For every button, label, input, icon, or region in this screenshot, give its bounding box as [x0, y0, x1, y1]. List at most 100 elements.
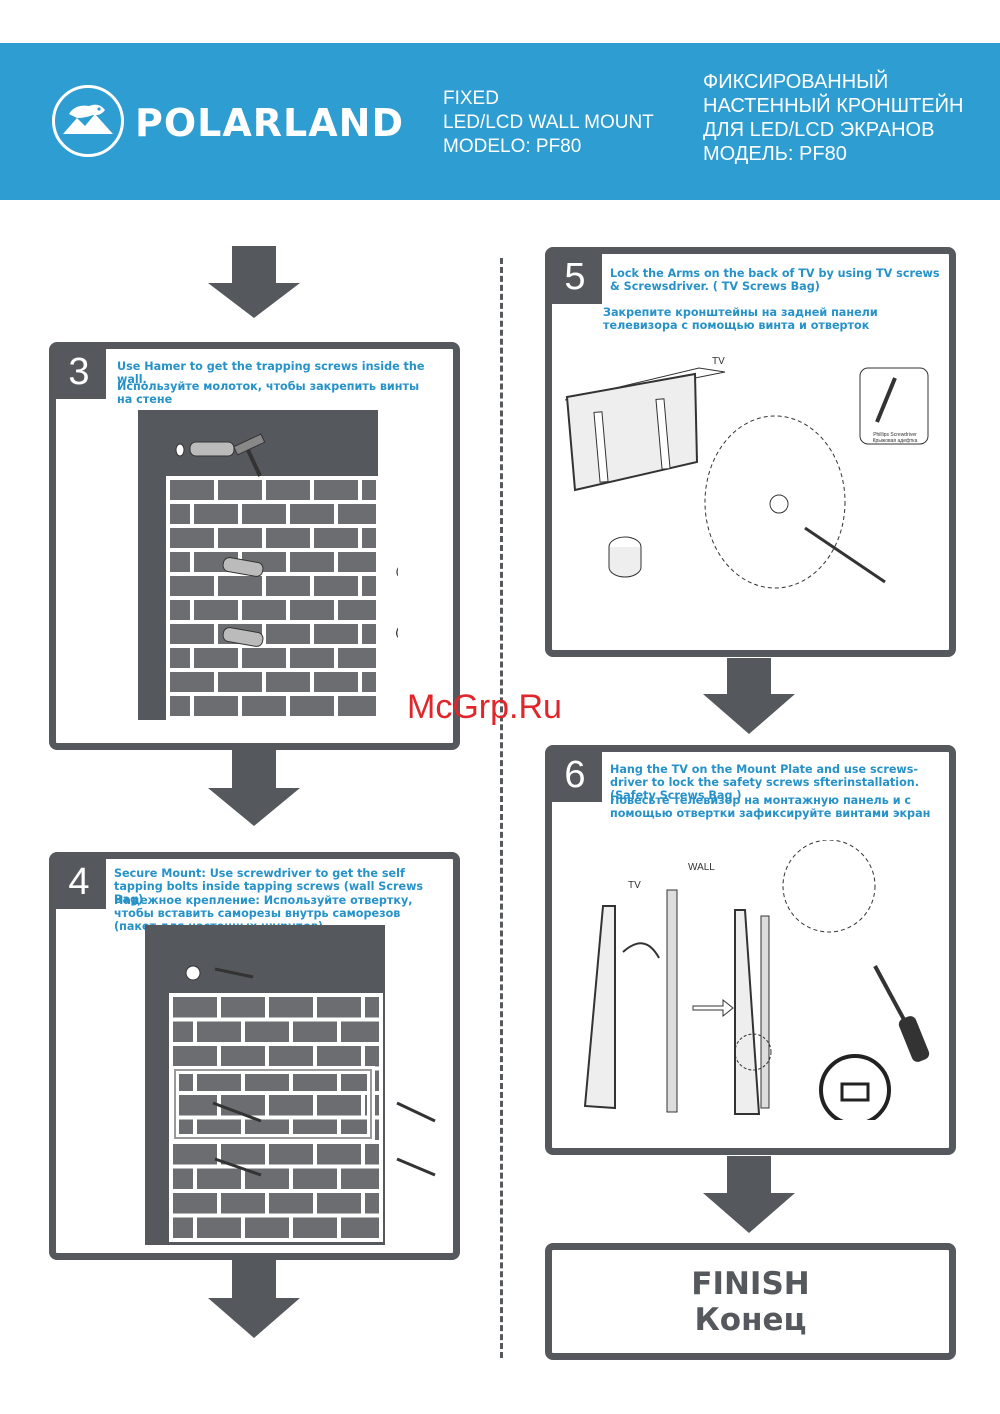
brick [262, 620, 314, 648]
brick [337, 1213, 383, 1242]
product-title-ru-line: МОДЕЛЬ: PF80 [703, 143, 847, 165]
brick [241, 1213, 293, 1242]
brick [286, 644, 338, 672]
brick [313, 1042, 365, 1071]
brick [238, 644, 290, 672]
brick [214, 668, 266, 696]
brick [166, 596, 194, 624]
brick [361, 993, 383, 1022]
brick [166, 644, 194, 672]
brick [334, 548, 380, 576]
screwdriver-caption: Phillips Screwdriver Крыжовая адефтка [866, 432, 924, 444]
brick [337, 1164, 383, 1193]
brick [166, 668, 218, 696]
finish-label-ru: Конец [694, 1302, 807, 1338]
step-3-text-ru: Используйте молоток, чтобы закрепить вин… [117, 380, 420, 406]
step-6-text-en: Hang the TV on the Mount Plate and use s… [610, 763, 919, 802]
product-title-ru-line: ДЛЯ LED/LCD ЭКРАНОВ [703, 119, 935, 141]
brick [262, 524, 314, 552]
brick [169, 1164, 197, 1193]
brick [289, 1017, 341, 1046]
brick [313, 993, 365, 1022]
brick [169, 1140, 221, 1169]
product-title-en-line: FIXED [443, 88, 499, 109]
step-4-mount-plate-illustration [145, 925, 436, 1245]
brick [286, 596, 338, 624]
brick [286, 692, 338, 720]
brick [169, 1213, 197, 1242]
brick [193, 1164, 245, 1193]
brick [190, 596, 242, 624]
step-3-text-en: Use Hamer to get the trapping screws ins… [117, 360, 425, 386]
arrow-down-icon [208, 246, 300, 318]
brick [358, 620, 380, 648]
brick [289, 1164, 341, 1193]
brick [193, 1017, 245, 1046]
step-5-tv-label: TV [712, 356, 725, 367]
brick [238, 500, 290, 528]
brick [262, 668, 314, 696]
brick [361, 1140, 383, 1169]
brick [265, 1042, 317, 1071]
brick [241, 1017, 293, 1046]
brick [310, 668, 362, 696]
brick [217, 993, 269, 1022]
brick [214, 524, 266, 552]
brick [310, 620, 362, 648]
step-6-tv-label: TV [628, 880, 641, 891]
product-title-en-line: MODELO: PF80 [443, 136, 582, 157]
product-title-ru-line: ФИКСИРОВАННЫЙ [703, 71, 889, 93]
step-3-brick-wall-illustration [138, 410, 398, 720]
brick [358, 668, 380, 696]
arrow-down-icon [208, 1260, 300, 1338]
product-title-en: FIXED LED/LCD WALL MOUNT MODELO: PF80 [443, 87, 654, 159]
brick [190, 692, 242, 720]
brick [193, 1213, 245, 1242]
brick [265, 1140, 317, 1169]
brick [334, 596, 380, 624]
step-5-text-en: Lock the Arms on the back of TV by using… [610, 267, 940, 293]
brick [217, 1189, 269, 1218]
step-5-text-ru: Закрепите кронштейны на задней панели те… [603, 306, 878, 332]
brick [265, 993, 317, 1022]
brick [169, 993, 221, 1022]
brick [334, 692, 380, 720]
step-5-tv-back-illustration [564, 367, 929, 589]
brick [166, 692, 194, 720]
brick [214, 572, 266, 600]
brick [217, 1042, 269, 1071]
brick [361, 1042, 383, 1071]
brick [166, 500, 194, 528]
arrow-down-icon [703, 658, 795, 734]
step-4-number: 4 [52, 855, 106, 909]
brick [166, 476, 218, 504]
brick [334, 500, 380, 528]
brick [310, 524, 362, 552]
brick [313, 1091, 365, 1120]
screwdriver-caption-ru: Крыжовая адефтка [872, 438, 918, 444]
brick [238, 692, 290, 720]
brick [238, 596, 290, 624]
brick [265, 1091, 317, 1120]
step-6-hang-tv-illustration [583, 840, 930, 1120]
step-4-text-en: Secure Mount: Use screwdriver to get the… [114, 867, 424, 906]
brick [265, 1189, 317, 1218]
brick [286, 548, 338, 576]
brick [166, 548, 194, 576]
brick [169, 1042, 221, 1071]
step-6-number: 6 [548, 748, 602, 802]
product-title-en-line: LED/LCD WALL MOUNT [443, 112, 654, 133]
brick [358, 476, 380, 504]
polar-bear-logo-icon [52, 85, 124, 157]
finish-box: FINISH Конец [545, 1243, 956, 1360]
arrow-down-icon [703, 1156, 795, 1233]
arrow-down-icon [208, 748, 300, 826]
watermark: McGrp.Ru [407, 688, 562, 726]
brick [190, 500, 242, 528]
screwdriver-caption-en: Phillips Screwdriver [873, 432, 917, 438]
brick [310, 476, 362, 504]
brick [166, 524, 218, 552]
brick [166, 620, 218, 648]
brick [169, 1017, 197, 1046]
brick [214, 476, 266, 504]
